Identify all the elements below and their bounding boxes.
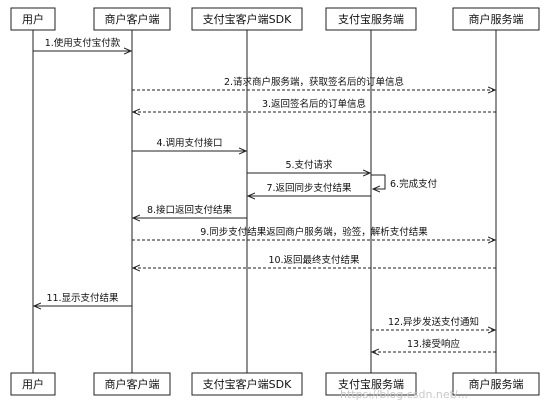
message-label: 1.使用支付宝付款	[45, 37, 121, 49]
participant-bottom-alipay_server: 支付宝服务端	[325, 372, 417, 396]
message-2: 2.请求商户服务端，获取签名后的订单信息	[132, 76, 495, 90]
message-label: 7.返回同步支付结果	[266, 182, 352, 194]
participant-bottom-merchant_server: 商户服务端	[452, 372, 540, 396]
participant-box	[93, 372, 171, 396]
messages: 1.使用支付宝付款 2.请求商户服务端，获取签名后的订单信息 3.返回签名后的订单信…	[33, 37, 496, 352]
message-6: 6.完成支付	[371, 174, 438, 190]
message-label: 2.请求商户服务端，获取签名后的订单信息	[224, 76, 404, 88]
message-12: 12.异步发送支付通知	[371, 316, 495, 330]
message-label: 11.显示支付结果	[46, 292, 119, 304]
message-label: 4.调用支付接口	[156, 137, 222, 149]
participant-label: 商户客户端	[105, 377, 160, 391]
participant-label: 支付宝客户端SDK	[203, 12, 292, 26]
message-3: 3.返回签名后的订单信息	[133, 98, 496, 112]
message-1: 1.使用支付宝付款	[33, 37, 131, 51]
participant-bottom-merchant_client: 商户客户端	[93, 372, 171, 396]
participant-bottom-user: 用户	[10, 372, 56, 396]
message-13: 13.接受响应	[372, 338, 496, 352]
message-label: 3.返回签名后的订单信息	[262, 98, 366, 110]
participant-label: 支付宝服务端	[338, 12, 404, 26]
watermark-text: https://blog.csdn.net/...	[340, 388, 468, 401]
message-4: 4.调用支付接口	[132, 137, 246, 151]
participant-label: 用户	[22, 12, 44, 26]
participant-box	[325, 372, 417, 396]
participant-box	[452, 372, 540, 396]
participant-box	[452, 7, 540, 31]
participant-label: 支付宝客户端SDK	[203, 377, 292, 391]
participant-box	[191, 372, 303, 396]
participant-top-alipay_sdk: 支付宝客户端SDK	[191, 7, 303, 31]
message-arrow	[371, 174, 386, 189]
message-5: 5.支付请求	[247, 159, 370, 173]
participant-bottom-alipay_sdk: 支付宝客户端SDK	[191, 372, 303, 396]
participant-label: 商户服务端	[469, 12, 524, 26]
message-label: 5.支付请求	[285, 159, 333, 171]
participant-label: 商户客户端	[105, 12, 160, 26]
participant-top-user: 用户	[10, 7, 56, 31]
message-label: 8.接口返回支付结果	[147, 204, 233, 216]
participant-label: 用户	[22, 377, 44, 391]
participant-top-merchant_client: 商户客户端	[93, 7, 171, 31]
message-10: 10.返回最终支付结果	[133, 254, 496, 268]
message-label: 10.返回最终支付结果	[268, 254, 360, 266]
participant-label: 支付宝服务端	[338, 377, 404, 391]
lifelines	[32, 30, 497, 373]
message-label: 6.完成支付	[390, 178, 438, 190]
participant-box	[10, 372, 56, 396]
participant-label: 商户服务端	[469, 377, 524, 391]
participant-box	[10, 7, 56, 31]
participant-box	[93, 7, 171, 31]
message-label: 9.同步支付结果返回商户服务端，验签，解析支付结果	[200, 226, 428, 238]
participant-box	[325, 7, 417, 31]
message-label: 12.异步发送支付通知	[388, 316, 479, 328]
message-label: 13.接受响应	[407, 338, 461, 350]
message-9: 9.同步支付结果返回商户服务端，验签，解析支付结果	[132, 226, 495, 240]
participant-box	[191, 7, 303, 31]
message-7: 7.返回同步支付结果	[248, 182, 371, 196]
participant-top-alipay_server: 支付宝服务端	[325, 7, 417, 31]
participant-boxes: 用户用户商户客户端商户客户端支付宝客户端SDK支付宝客户端SDK支付宝服务端支付…	[10, 7, 540, 396]
message-11: 11.显示支付结果	[34, 292, 132, 306]
message-8: 8.接口返回支付结果	[133, 204, 247, 218]
participant-top-merchant_server: 商户服务端	[452, 7, 540, 31]
